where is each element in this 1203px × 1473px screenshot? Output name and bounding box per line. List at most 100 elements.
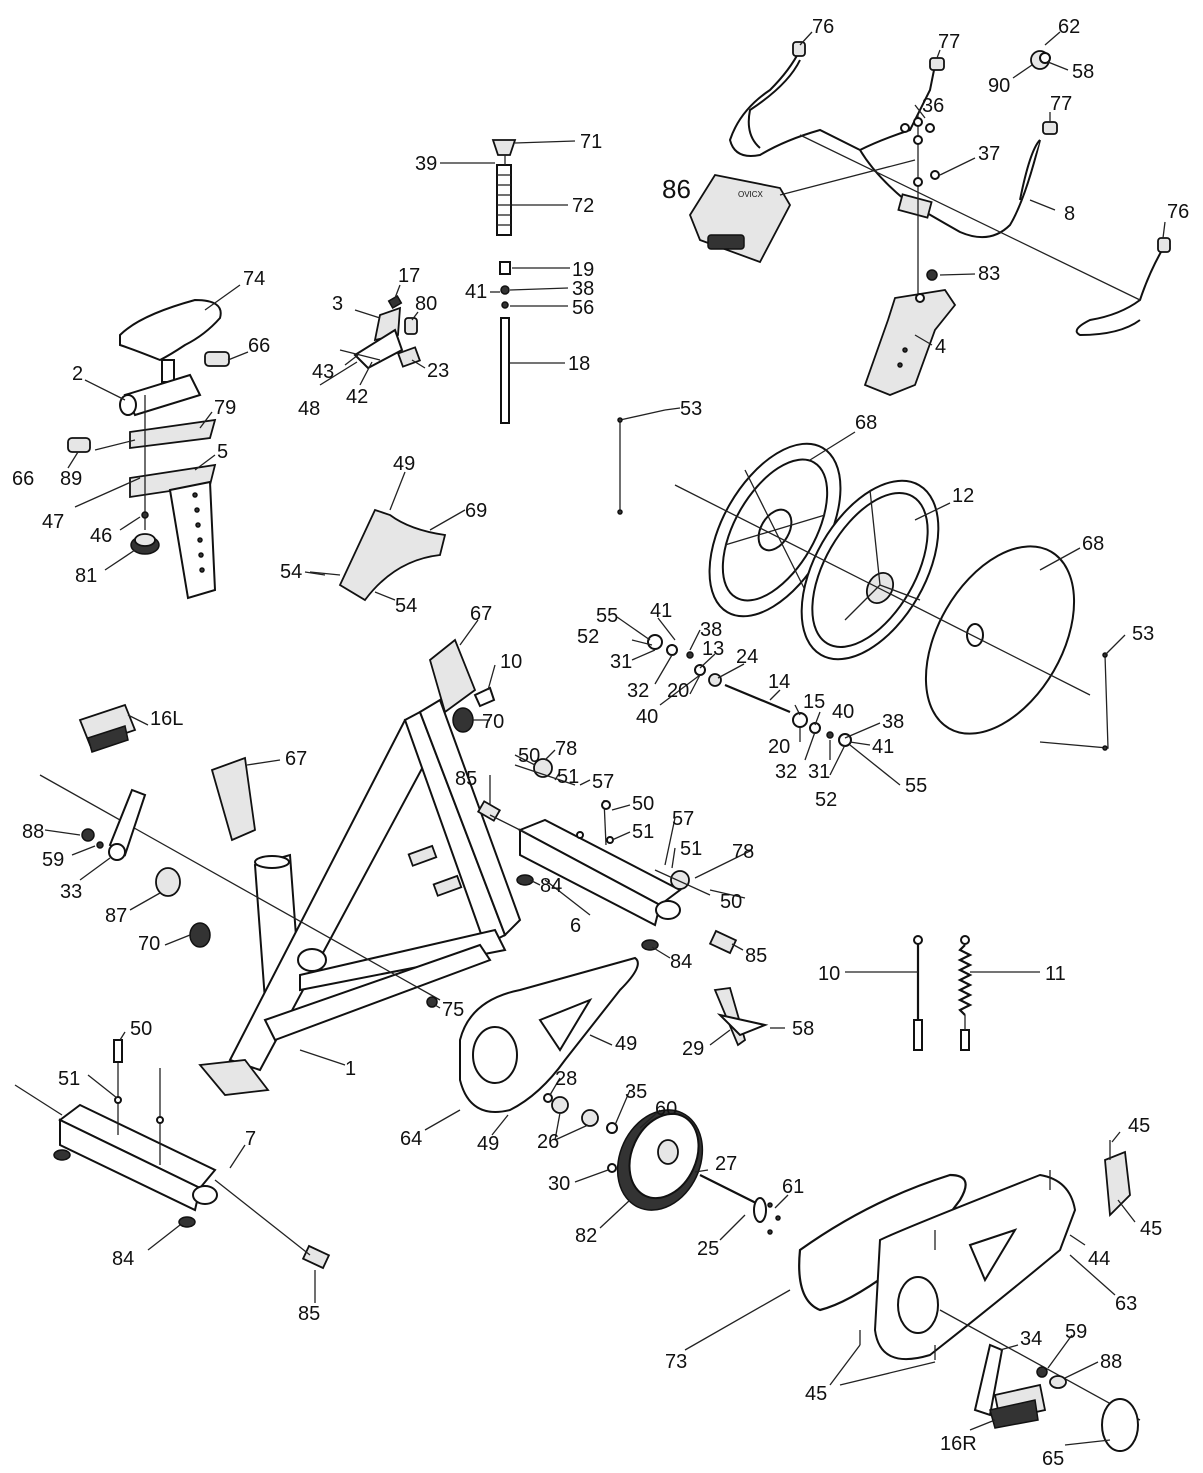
label-84c: 84 xyxy=(112,1248,134,1270)
label-10b: 10 xyxy=(818,963,840,985)
label-45c: 45 xyxy=(805,1383,827,1405)
label-85c: 85 xyxy=(298,1303,320,1325)
leader-lines xyxy=(44,31,1166,1446)
label-12: 12 xyxy=(952,485,974,507)
label-29: 29 xyxy=(682,1038,704,1060)
label-76b: 76 xyxy=(1167,201,1189,223)
label-74: 74 xyxy=(243,268,265,290)
label-26: 26 xyxy=(537,1131,559,1153)
label-32: 32 xyxy=(627,680,649,702)
label-1: 1 xyxy=(345,1058,356,1080)
label-20b: 20 xyxy=(768,736,790,758)
label-78: 78 xyxy=(555,738,577,760)
label-33: 33 xyxy=(60,881,82,903)
label-8: 8 xyxy=(1064,203,1075,225)
label-60: 60 xyxy=(655,1098,677,1120)
label-80: 80 xyxy=(415,293,437,315)
label-84: 84 xyxy=(540,875,562,897)
label-31b: 31 xyxy=(808,761,830,783)
label-38b: 38 xyxy=(700,619,722,641)
label-7: 7 xyxy=(245,1128,256,1150)
label-78b: 78 xyxy=(732,841,754,863)
label-2: 2 xyxy=(72,363,83,385)
label-79: 79 xyxy=(214,397,236,419)
label-41c: 41 xyxy=(872,736,894,758)
label-67b: 67 xyxy=(285,748,307,770)
label-57: 57 xyxy=(592,771,614,793)
label-38: 38 xyxy=(572,278,594,300)
label-35: 35 xyxy=(625,1081,647,1103)
label-18: 18 xyxy=(568,353,590,375)
label-40b: 40 xyxy=(832,701,854,723)
label-66: 66 xyxy=(248,335,270,357)
label-41: 41 xyxy=(465,281,487,303)
label-90: 90 xyxy=(988,75,1010,97)
label-45b: 45 xyxy=(1140,1218,1162,1240)
label-81: 81 xyxy=(75,565,97,587)
label-50c: 50 xyxy=(720,891,742,913)
label-34: 34 xyxy=(1020,1328,1042,1350)
main-frame xyxy=(39,638,522,1096)
label-89: 89 xyxy=(60,468,82,490)
label-54: 54 xyxy=(280,561,302,583)
label-63: 63 xyxy=(1115,1293,1137,1315)
label-53b: 53 xyxy=(1132,623,1154,645)
label-40: 40 xyxy=(636,706,658,728)
label-55b: 55 xyxy=(905,775,927,797)
label-38c: 38 xyxy=(882,711,904,733)
right-crank-pedal xyxy=(939,1309,1141,1452)
label-20: 20 xyxy=(667,680,689,702)
label-41b: 41 xyxy=(650,600,672,622)
label-76: 76 xyxy=(812,16,834,38)
label-50d: 50 xyxy=(130,1018,152,1040)
label-58b: 58 xyxy=(792,1018,814,1040)
label-57b: 57 xyxy=(672,808,694,830)
label-28: 28 xyxy=(555,1068,577,1090)
label-14: 14 xyxy=(768,671,790,693)
flywheel-assembly xyxy=(617,409,1109,751)
label-67: 67 xyxy=(470,603,492,625)
brand-plate-text: OVICX xyxy=(738,190,764,199)
seat-assembly xyxy=(67,298,230,600)
inner-chain-guard xyxy=(459,956,639,1113)
label-13: 13 xyxy=(702,638,724,660)
label-66b: 66 xyxy=(12,468,34,490)
label-6: 6 xyxy=(570,915,581,937)
label-70: 70 xyxy=(482,711,504,733)
label-42: 42 xyxy=(346,386,368,408)
label-55: 55 xyxy=(596,605,618,627)
label-37: 37 xyxy=(978,143,1000,165)
label-72: 72 xyxy=(572,195,594,217)
label-36: 36 xyxy=(922,95,944,117)
label-47: 47 xyxy=(42,511,64,533)
label-27: 27 xyxy=(715,1153,737,1175)
chainring-assembly xyxy=(543,1093,781,1235)
label-5: 5 xyxy=(217,441,228,463)
label-62: 62 xyxy=(1058,16,1080,38)
label-59b: 59 xyxy=(1065,1321,1087,1343)
label-51: 51 xyxy=(557,766,579,788)
front-stabilizer xyxy=(476,758,738,955)
label-11: 11 xyxy=(1045,963,1066,985)
label-31: 31 xyxy=(610,651,632,673)
label-75: 75 xyxy=(442,999,464,1021)
label-82: 82 xyxy=(575,1225,597,1247)
label-64: 64 xyxy=(400,1128,422,1150)
label-15: 15 xyxy=(803,691,825,713)
label-85b: 85 xyxy=(745,945,767,967)
label-52: 52 xyxy=(577,626,599,648)
label-54b: 54 xyxy=(395,595,417,617)
drive-belt-and-guard xyxy=(798,1140,1131,1361)
label-69: 69 xyxy=(465,500,487,522)
label-71: 71 xyxy=(580,131,602,153)
label-88b: 88 xyxy=(1100,1351,1122,1373)
label-50b: 50 xyxy=(632,793,654,815)
label-17: 17 xyxy=(398,265,420,287)
label-48: 48 xyxy=(298,398,320,420)
tension-pins xyxy=(913,935,973,1051)
label-56: 56 xyxy=(572,297,594,319)
label-44: 44 xyxy=(1088,1248,1110,1270)
label-23: 23 xyxy=(427,360,449,382)
label-4: 4 xyxy=(935,336,946,358)
